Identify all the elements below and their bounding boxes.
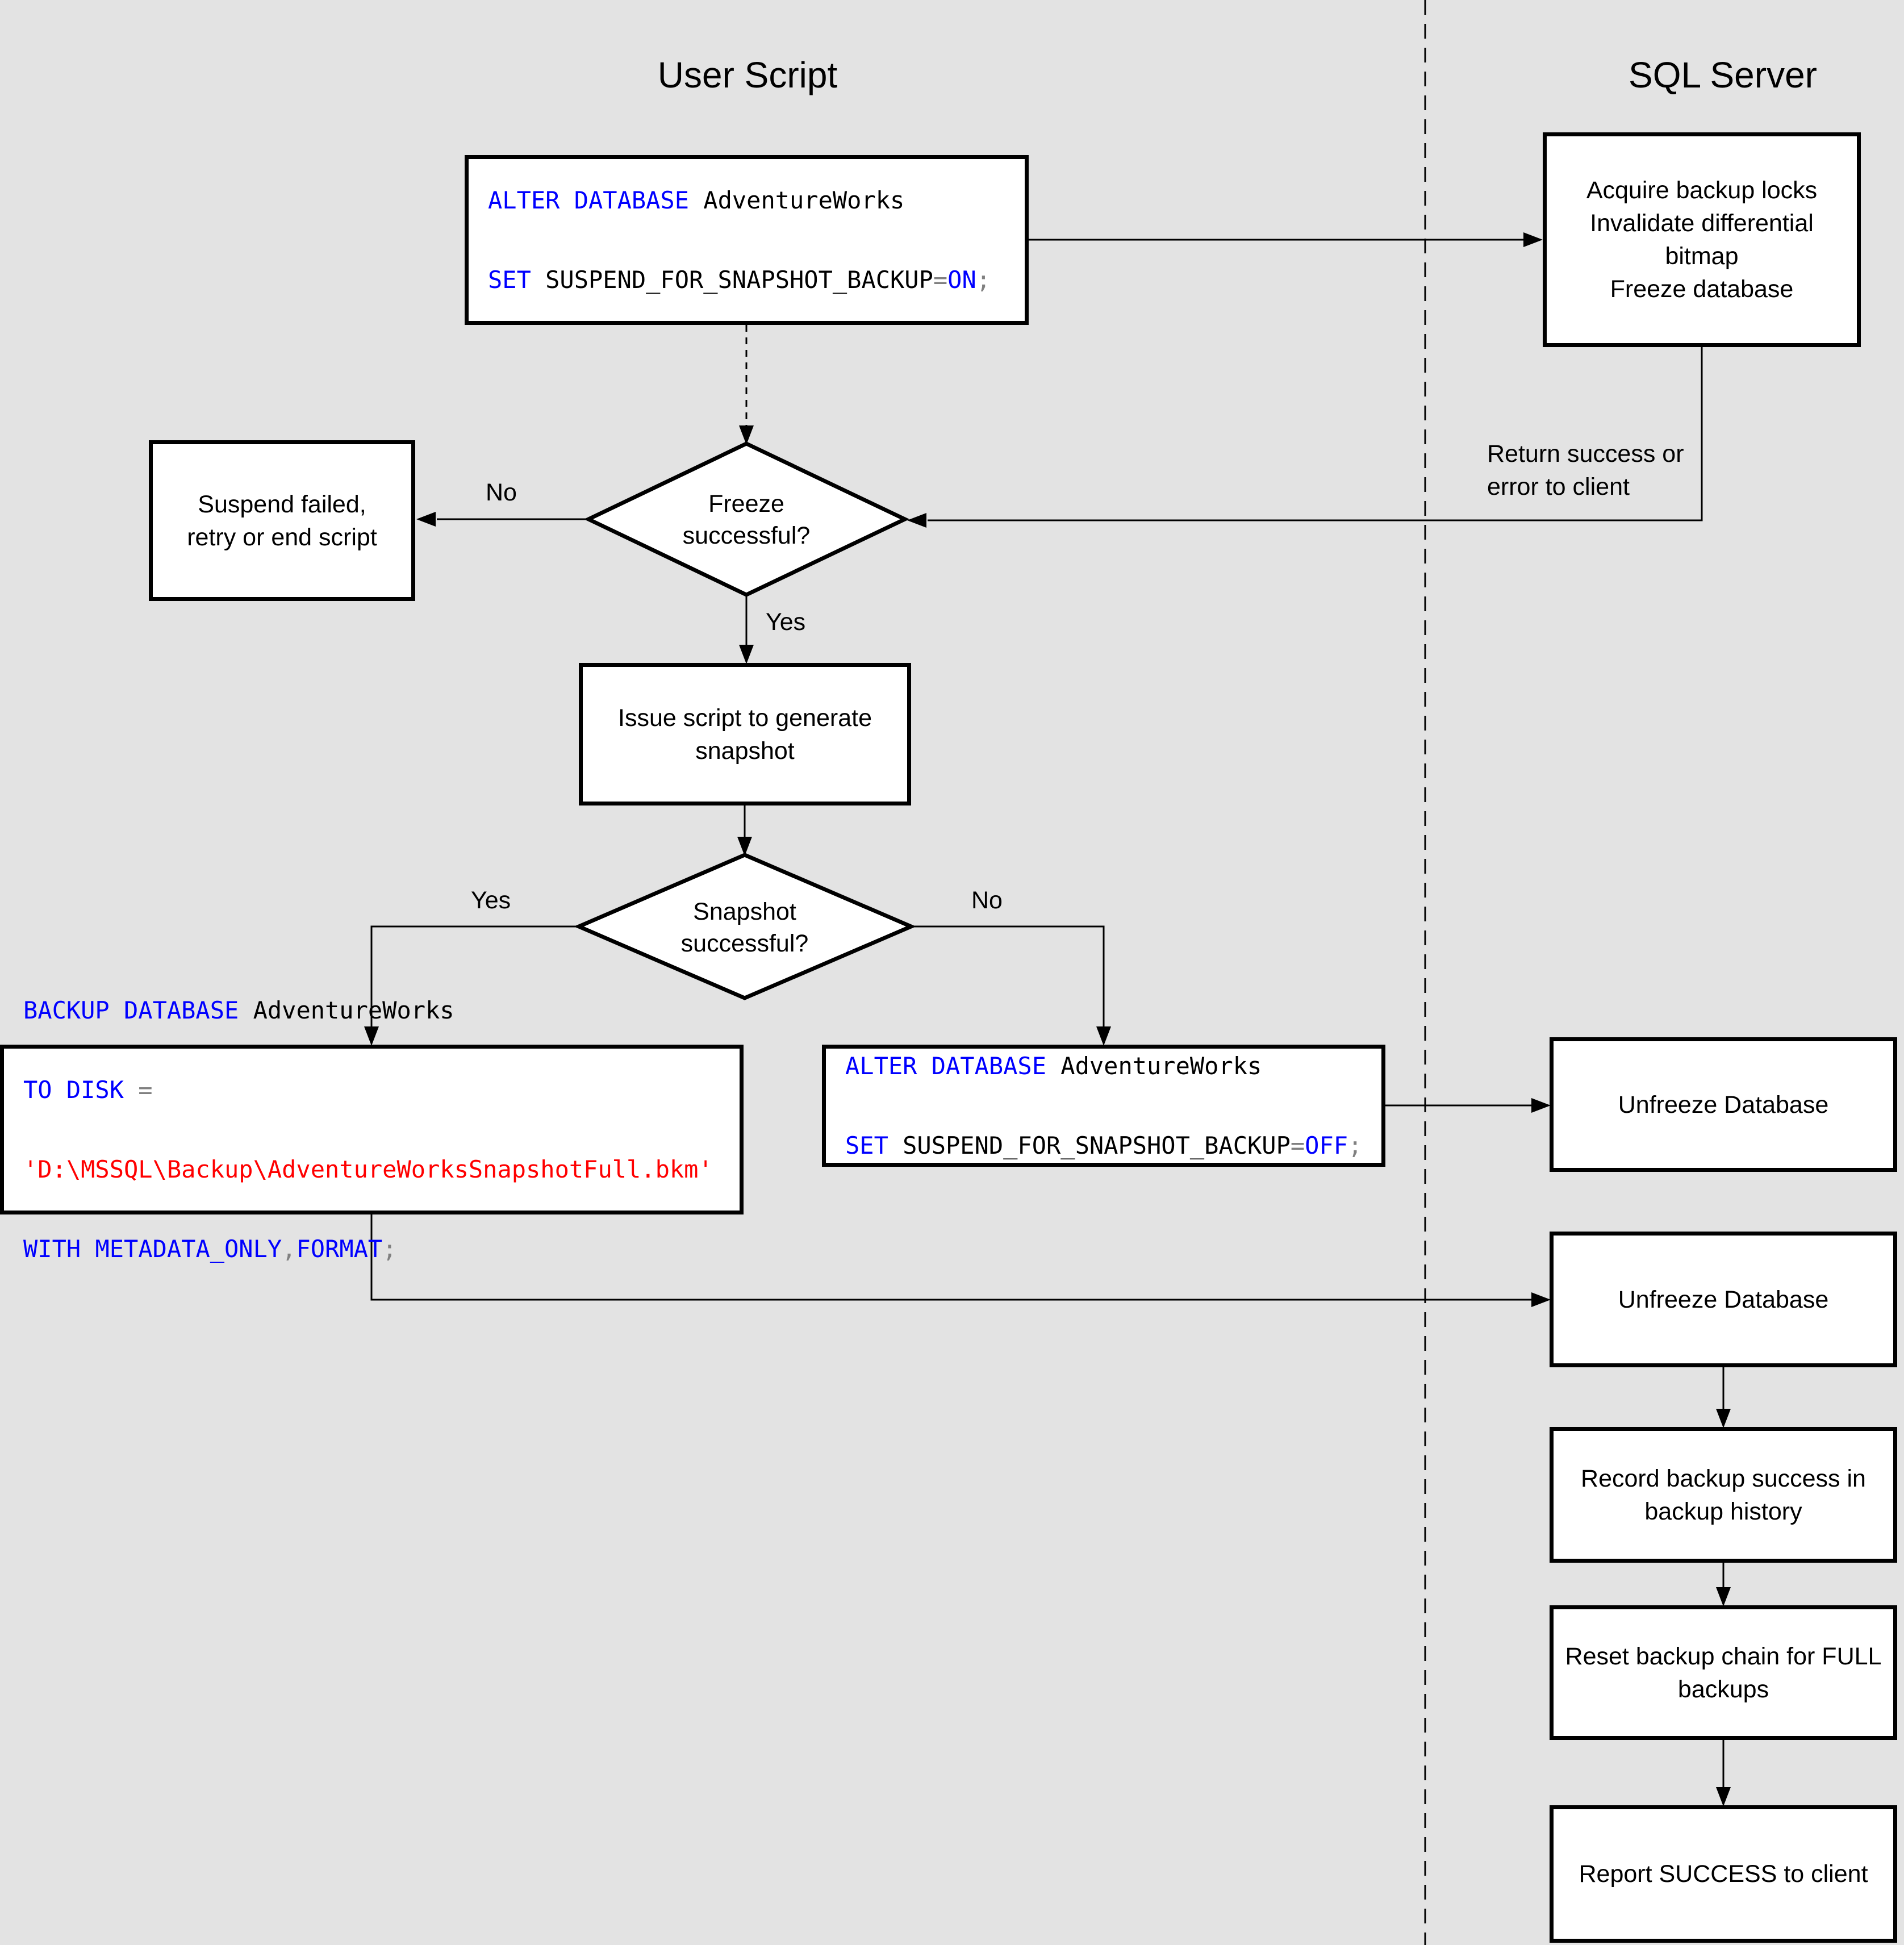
sql-line: BACKUP DATABASE AdventureWorks [23,991,713,1030]
edge-snapshot-no [911,925,1105,1026]
sql-code-block: ALTER DATABASE AdventureWorks SET SUSPEN… [845,1007,1362,1205]
sql-operator: ; [976,265,991,294]
node-alter-database-on: ALTER DATABASE AdventureWorks SET SUSPEN… [465,155,1029,325]
lane-title-user-script: User Script [657,55,838,95]
sql-keyword: ALTER DATABASE [845,1051,1047,1080]
sql-line: TO DISK = [23,1070,713,1110]
arrowhead-left-icon [907,513,926,528]
sql-keyword: ON [947,265,976,294]
sql-operator: = [933,265,948,294]
sql-operator: = [124,1075,153,1104]
node-backup-database: BACKUP DATABASE AdventureWorks TO DISK =… [0,996,744,1263]
sql-operator: = [1290,1131,1305,1159]
label-freeze-yes: Yes [766,608,806,636]
sql-line: SET SUSPEND_FOR_SNAPSHOT_BACKUP=OFF; [845,1126,1362,1166]
sql-line: ALTER DATABASE AdventureWorks [488,181,991,220]
node-issue-script: Issue script to generate snapshot [579,663,911,805]
arrowhead-down-icon [1716,1409,1731,1428]
node-report-success: Report SUCCESS to client [1550,1805,1897,1943]
sql-identifier: SUSPEND_FOR_SNAPSHOT_BACKUP [888,1131,1291,1159]
sql-keyword: ALTER DATABASE [488,186,690,214]
sql-identifier: SUSPEND_FOR_SNAPSHOT_BACKUP [531,265,933,294]
sql-keyword: WITH [23,1234,81,1263]
sql-line: WITH METADATA_ONLY,FORMAT; [23,1229,713,1269]
lane-title-sql-server: SQL Server [1629,55,1817,95]
arrowhead-down-icon [737,837,752,856]
label-return-success: Return success or error to client [1487,440,1684,500]
sql-code-block: ALTER DATABASE AdventureWorks SET SUSPEN… [488,141,991,340]
label-snapshot-no: No [971,887,1003,914]
sql-code-block: BACKUP DATABASE AdventureWorks TO DISK =… [23,951,713,1309]
sql-operator: ; [1348,1131,1363,1159]
node-unfreeze-database-2: Unfreeze Database [1550,1232,1897,1367]
sql-identifier: AdventureWorks [1046,1051,1262,1080]
sql-keyword: SET [488,265,531,294]
node-alter-database-off: ALTER DATABASE AdventureWorks SET SUSPEN… [822,1045,1385,1167]
sql-string: 'D:\MSSQL\Backup\AdventureWorksSnapshotF… [23,1155,713,1183]
arrowhead-right-icon [1531,1292,1551,1307]
node-record-backup-success: Record backup success in backup history [1550,1427,1897,1563]
freeze-decision-diamond [583,441,910,597]
arrowhead-down-icon [739,645,754,664]
edge-backup-to-unfreeze2 [370,1214,1531,1301]
arrowhead-right-icon [1523,232,1543,247]
node-acquire-backup-locks: Acquire backup locks Invalidate differen… [1543,132,1861,347]
arrowhead-down-icon [1716,1587,1731,1606]
arrowhead-down-icon [364,1026,379,1046]
sql-keyword: BACKUP DATABASE [23,996,239,1024]
node-reset-backup-chain: Reset backup chain for FULL backups [1550,1605,1897,1740]
sql-operator: ; [382,1234,397,1263]
sql-identifier: AdventureWorks [689,186,905,214]
sql-line: 'D:\MSSQL\Backup\AdventureWorksSnapshotF… [23,1150,713,1189]
arrowhead-down-icon [1716,1787,1731,1806]
sql-line: ALTER DATABASE AdventureWorks [845,1046,1362,1086]
sql-keyword: OFF [1305,1131,1348,1159]
sql-identifier: AdventureWorks [239,996,454,1024]
node-suspend-failed: Suspend failed, retry or end script [149,440,415,601]
label-snapshot-yes: Yes [471,887,511,914]
label-freeze-no: No [486,479,517,506]
sql-keyword: FORMAT [296,1234,383,1263]
edge-acquire-to-freeze-decision [928,347,1703,521]
sql-keyword: SET [845,1131,888,1159]
snapshot-decision-label: Snapshot successful? [680,898,809,957]
arrowhead-left-icon [416,512,436,527]
sql-line: SET SUSPEND_FOR_SNAPSHOT_BACKUP=ON; [488,260,991,300]
node-unfreeze-database-1: Unfreeze Database [1550,1037,1897,1172]
arrowhead-right-icon [1531,1098,1551,1113]
sql-keyword: METADATA_ONLY [81,1234,282,1263]
arrowhead-down-icon [739,425,754,445]
sql-operator: , [282,1234,297,1263]
arrowhead-down-icon [1096,1026,1111,1046]
freeze-decision-label: Freeze successful? [682,490,811,549]
edge-snapshot-yes [370,925,579,1026]
sql-keyword: TO DISK [23,1075,124,1104]
snapshot-decision-diamond [574,853,916,1000]
